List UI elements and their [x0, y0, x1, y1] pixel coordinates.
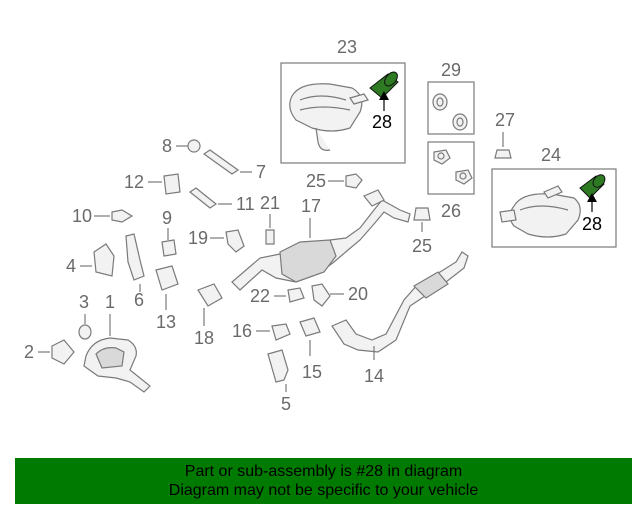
exhaust-tip-28-lower[interactable]	[579, 172, 607, 199]
callout-11[interactable]: 11	[236, 194, 255, 214]
callout-18[interactable]: 18	[194, 328, 214, 348]
callout-25-lower[interactable]: 25	[412, 236, 432, 256]
callout-22[interactable]: 22	[250, 286, 270, 306]
info-banner: Part or sub-assembly is #28 in diagram D…	[15, 458, 632, 504]
callout-16[interactable]: 16	[232, 321, 252, 341]
nut-22[interactable]	[287, 287, 305, 303]
callout-12[interactable]: 12	[124, 172, 144, 192]
gasket-15[interactable]	[299, 317, 321, 337]
bolt-9[interactable]	[161, 239, 177, 257]
callout-1[interactable]: 1	[105, 292, 115, 312]
callout-29[interactable]: 29	[441, 60, 461, 80]
callout-13[interactable]: 13	[156, 312, 176, 332]
callout-box-24	[491, 168, 617, 248]
stud-10[interactable]	[111, 209, 134, 223]
callout-7[interactable]: 7	[256, 162, 266, 182]
callout-21[interactable]: 21	[260, 193, 280, 213]
callout-27[interactable]: 27	[495, 110, 515, 130]
rear-muffler-right[interactable]	[499, 185, 581, 238]
bolt-5[interactable]	[267, 349, 289, 383]
bracket-20[interactable]	[311, 283, 331, 307]
bracket-4[interactable]	[93, 243, 115, 277]
callout-3[interactable]: 3	[79, 292, 89, 312]
gasket-2[interactable]	[51, 339, 75, 365]
gasket-16[interactable]	[271, 323, 291, 341]
callout-20[interactable]: 20	[348, 284, 368, 304]
banner-line-1: Part or sub-assembly is #28 in diagram	[184, 463, 463, 480]
bolt-11[interactable]	[188, 187, 218, 209]
exhaust-parts-diagram: 23 28 29 26 27 24	[24, 37, 617, 414]
callout-25-upper[interactable]: 25	[306, 171, 326, 191]
rear-muffler-left[interactable]	[289, 83, 369, 151]
callout-19[interactable]: 19	[188, 228, 208, 248]
callout-4[interactable]: 4	[66, 256, 76, 276]
callout-14[interactable]: 14	[364, 366, 384, 386]
callout-10[interactable]: 10	[72, 206, 92, 226]
bushing-12[interactable]	[163, 173, 181, 195]
callout-26[interactable]: 26	[441, 201, 461, 221]
front-pipe-14[interactable]	[331, 251, 469, 353]
hanger-29[interactable]	[432, 93, 468, 131]
callout-17[interactable]: 17	[301, 196, 321, 216]
clamp-25-lower[interactable]	[413, 207, 431, 221]
exhaust-tip-28-upper[interactable]	[369, 70, 400, 99]
nut-3[interactable]	[78, 324, 92, 340]
callout-box-23	[280, 62, 406, 164]
callout-6[interactable]: 6	[134, 290, 144, 310]
center-pipe-17[interactable]	[231, 189, 411, 291]
bolt-7[interactable]	[202, 149, 240, 175]
callout-24[interactable]: 24	[541, 145, 561, 165]
clamp-25-upper[interactable]	[345, 173, 363, 189]
callout-box-26	[427, 141, 475, 195]
catalytic-converter-1[interactable]	[83, 337, 151, 393]
hanger-26[interactable]	[433, 149, 473, 185]
callout-28-lower[interactable]: 28	[582, 214, 602, 234]
callout-2[interactable]: 2	[24, 342, 34, 362]
banner-line-2: Diagram may not be specific to your vehi…	[168, 482, 479, 499]
callout-28-upper[interactable]: 28	[372, 112, 392, 132]
callout-8[interactable]: 8	[162, 136, 172, 156]
bracket-19[interactable]	[225, 229, 245, 253]
callout-23[interactable]: 23	[337, 37, 357, 57]
callout-15[interactable]: 15	[302, 362, 322, 382]
bushing-13[interactable]	[155, 265, 179, 291]
callout-5[interactable]: 5	[281, 394, 291, 414]
callout-box-29	[427, 81, 475, 135]
bracket-6[interactable]	[125, 233, 145, 281]
clamp-18[interactable]	[197, 283, 223, 307]
nut-27[interactable]	[494, 149, 512, 159]
bolt-21[interactable]	[265, 229, 275, 245]
callout-9[interactable]: 9	[162, 208, 172, 228]
washer-8[interactable]	[187, 139, 201, 153]
